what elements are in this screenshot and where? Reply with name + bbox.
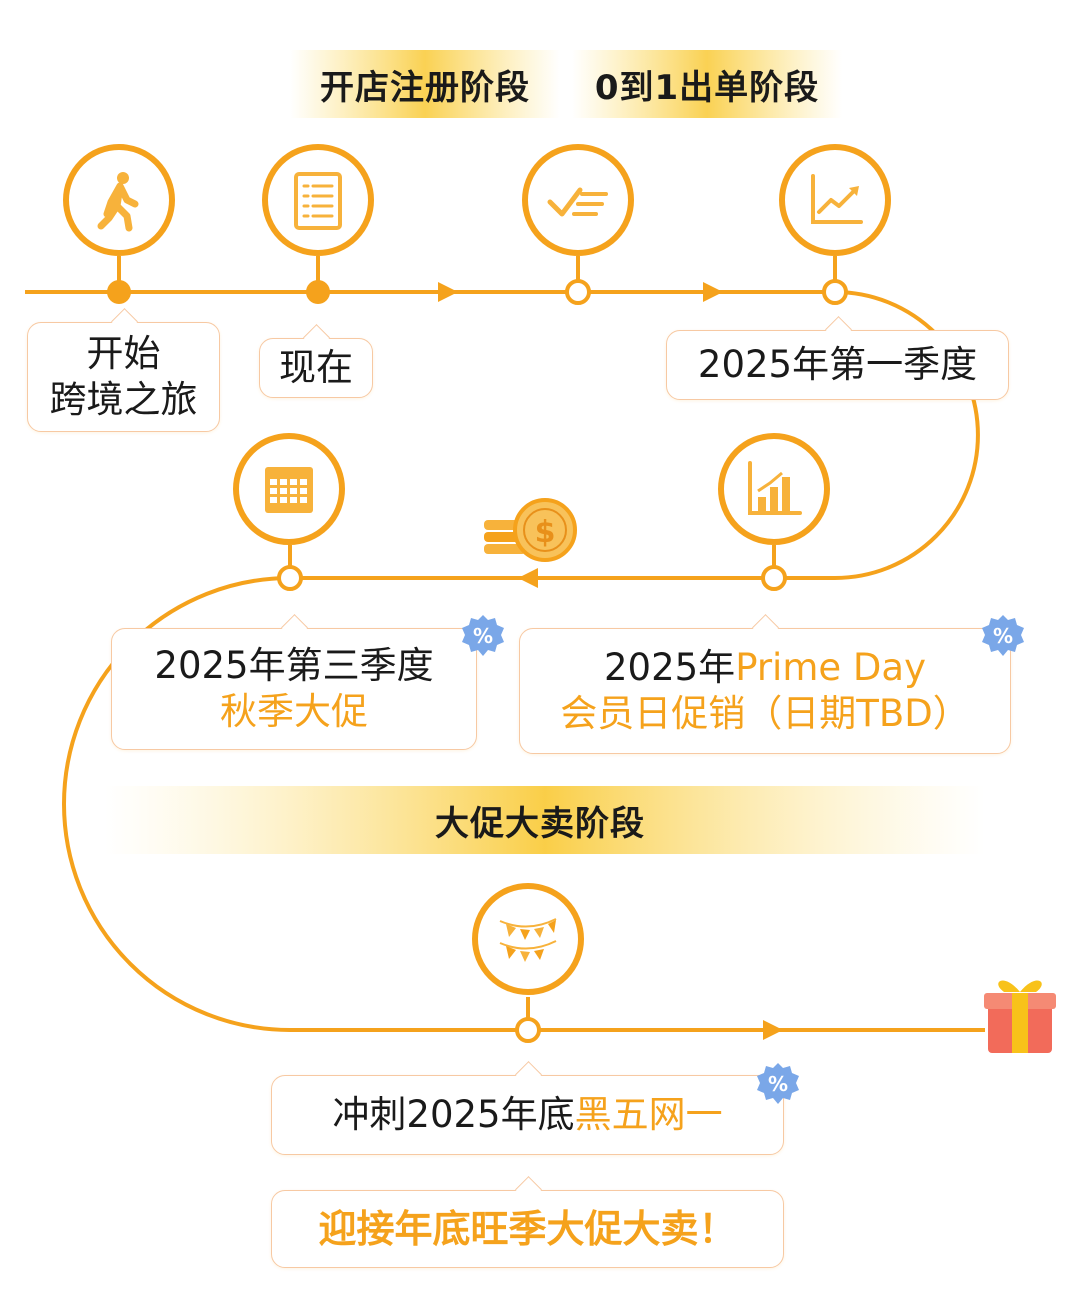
step-now-circle: [262, 144, 374, 256]
svg-text:%: %: [768, 1072, 788, 1096]
svg-text:%: %: [993, 624, 1013, 648]
step-start-line1: 开始: [86, 332, 161, 375]
svg-text:%: %: [473, 624, 493, 648]
step-start-line2: 跨境之旅: [49, 378, 198, 421]
step-prime-label: 2025年Prime Day 会员日促销（日期TBD）: [519, 628, 1011, 754]
step-bf-part2: 黑五网一: [574, 1093, 723, 1136]
bunting-flags-icon: [499, 918, 557, 962]
gift-box-icon: [984, 980, 1056, 1053]
stage2-band: [572, 50, 842, 118]
arrow-right-2: [703, 282, 723, 302]
stage-title-register: 开店注册阶段: [320, 67, 530, 108]
step-now-label: 现在: [259, 338, 373, 398]
step-q3-line1: 2025年第三季度: [154, 644, 434, 687]
step-bf-part1: 冲刺2025年底: [332, 1093, 575, 1136]
step-bf-line: 冲刺2025年底黑五网一: [332, 1092, 722, 1138]
final-goal-label: 迎接年底旺季大促大卖！: [271, 1190, 784, 1268]
stage3-band: [105, 786, 985, 854]
step-start-label: 开始 跨境之旅: [27, 322, 220, 432]
node-now: [306, 280, 330, 304]
coins-icon: $: [484, 498, 577, 562]
check-list-icon: [547, 187, 608, 217]
discount-badge-icon: %: [462, 615, 504, 656]
step-bf-circle: [472, 883, 584, 995]
final-goal-text: 迎接年底旺季大促大卖！: [318, 1207, 737, 1251]
node-bf: [515, 1017, 541, 1043]
discount-badge-icon: %: [757, 1063, 799, 1104]
step-prime-line2: 会员日促销（日期TBD）: [560, 692, 970, 735]
node-q3: [277, 565, 303, 591]
discount-badge-icon: %: [982, 615, 1024, 656]
step-q1-label: 2025年第一季度: [666, 330, 1009, 400]
walking-person-icon: [97, 172, 139, 232]
node-q1: [822, 279, 848, 305]
step-bf-label: 冲刺2025年底黑五网一: [271, 1075, 784, 1155]
step-q1-text: 2025年第一季度: [697, 343, 978, 386]
arrow-right-3: [763, 1020, 783, 1040]
svg-text:$: $: [535, 515, 556, 550]
step-now-text: 现在: [279, 346, 353, 389]
step-prime-event: Prime Day: [735, 646, 926, 689]
stage-title-first-order: 0到1出单阶段: [594, 67, 820, 108]
step-prime-year: 2025年: [604, 646, 736, 689]
arrow-right-1: [438, 282, 458, 302]
arrow-left-1: [518, 568, 538, 588]
step-q3-line2: 秋季大促: [220, 690, 368, 733]
checklist-icon: [294, 172, 342, 230]
node-orders: [565, 279, 591, 305]
step-q3-circle: [233, 433, 345, 545]
stage-title-big-sale: 大促大卖阶段: [435, 803, 645, 844]
step-prime-circle: [718, 433, 830, 545]
calendar-icon: [265, 467, 313, 513]
step-q3-label: 2025年第三季度 秋季大促: [111, 628, 477, 750]
stage1-band: [290, 50, 560, 118]
step-start-circle: [63, 144, 175, 256]
node-start: [107, 280, 131, 304]
step-q1-circle: [779, 144, 891, 256]
line-chart-icon: [811, 174, 863, 224]
bar-chart-icon: [748, 461, 802, 515]
node-prime: [761, 565, 787, 591]
step-prime-line1: 2025年Prime Day: [604, 645, 926, 691]
step-orders-circle: [522, 144, 634, 256]
